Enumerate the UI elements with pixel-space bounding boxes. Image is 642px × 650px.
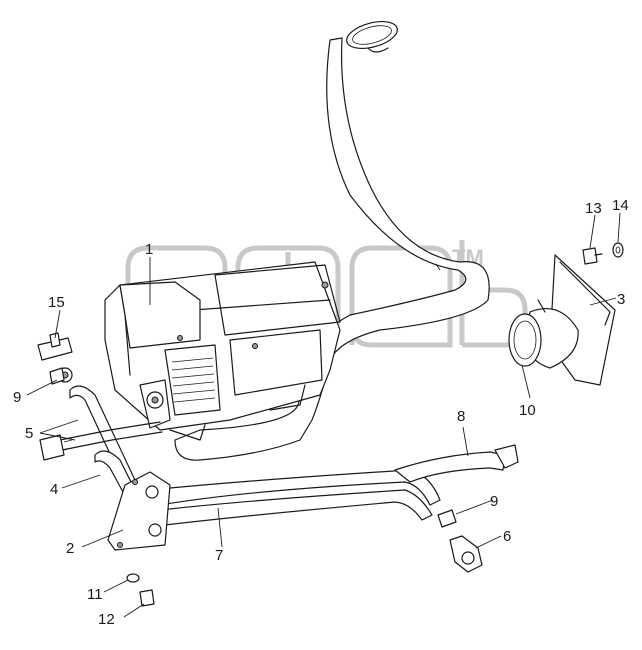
- callout-2: 2: [66, 540, 74, 557]
- air-ducts: [149, 444, 519, 526]
- callout-10: 10: [519, 402, 536, 419]
- rear-cover: [508, 254, 616, 386]
- callout-1: 1: [145, 241, 153, 258]
- heater-grille: [171, 357, 216, 403]
- callout-3: 3: [617, 291, 625, 308]
- washer-11: [126, 573, 140, 583]
- callout-4: 4: [50, 481, 58, 498]
- callout-labels: 1 2 3 4 5 6 7 8 9 9 10 11 12 13 14 15: [13, 197, 629, 628]
- heater-unit: [104, 261, 341, 441]
- callout-6: 6: [503, 528, 511, 545]
- drain-valve: [37, 332, 73, 385]
- callout-9-left: 9: [13, 389, 21, 406]
- callout-14: 14: [612, 197, 629, 214]
- callout-9-right: 9: [490, 493, 498, 510]
- callout-15: 15: [48, 294, 65, 311]
- callout-5: 5: [25, 425, 33, 442]
- nozzle-6: [449, 535, 483, 573]
- callout-8: 8: [457, 408, 465, 425]
- mounting-plate: [107, 471, 171, 551]
- bolt-12: [139, 589, 155, 607]
- bolt-13: [582, 247, 603, 265]
- intake-pipe: [174, 20, 490, 461]
- washer-14: [612, 242, 624, 258]
- callout-13: 13: [585, 200, 602, 217]
- fitting-9-right: [437, 509, 457, 528]
- callout-7: 7: [215, 547, 223, 564]
- leader-lines: [26, 212, 621, 618]
- callout-12: 12: [98, 611, 115, 628]
- callout-11: 11: [87, 586, 103, 603]
